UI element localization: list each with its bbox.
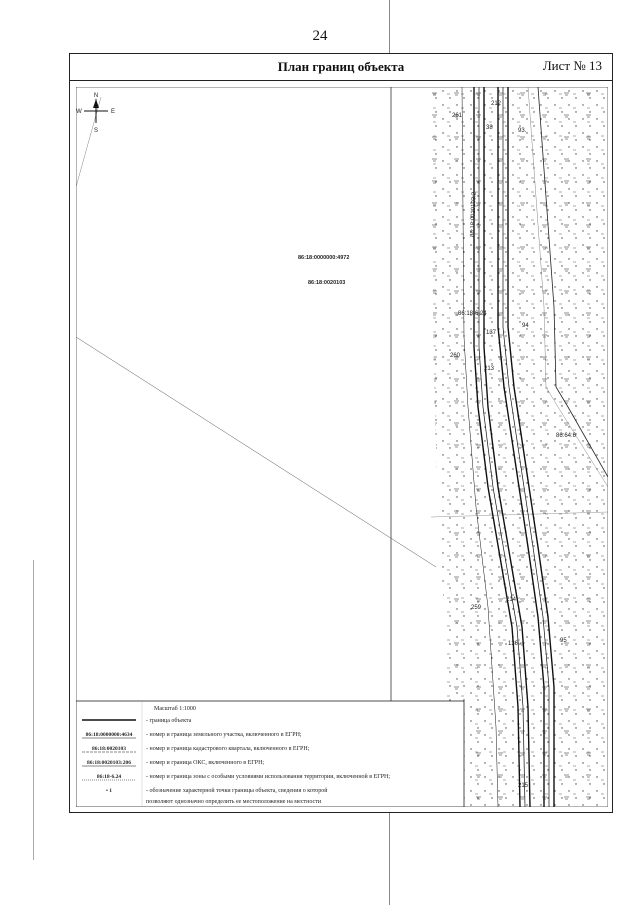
- side-road: [537, 87, 608, 478]
- parcel-boundary-corner: [76, 96, 102, 188]
- legend-row-0: - граница объекта: [146, 717, 192, 724]
- point-259: 259: [471, 605, 482, 611]
- point-214: 214: [506, 597, 517, 603]
- legend-row-3: - номер и граница ОКС, включенного в ЕГР…: [146, 760, 264, 766]
- parcel-boundary-diagonal: [76, 336, 437, 568]
- svg-text:E: E: [111, 109, 115, 115]
- legend-sample-1: 86:18:0000000:4634: [86, 732, 133, 738]
- point-213: 213: [484, 366, 495, 372]
- page-number: 24: [312, 28, 328, 44]
- legend-sample-5: • 1: [106, 788, 112, 794]
- compass-icon: N S W E: [76, 93, 115, 134]
- point-38: 38: [486, 125, 493, 131]
- legend-sample-2: 86:18:0020103: [92, 746, 126, 752]
- legend-row-4: - номер и граница зоны с особыми условия…: [146, 773, 390, 780]
- sheet-title: План границ объекта: [277, 59, 405, 74]
- road-label: 86:18:0020103:2: [470, 191, 478, 237]
- point-94: 94: [522, 323, 529, 329]
- legend-box: [76, 700, 465, 807]
- side-road-edge: [527, 87, 608, 488]
- sheet-header: План границ объекта Лист № 13: [70, 54, 612, 81]
- point-93: 93.: [518, 128, 527, 134]
- legend-row-5: - обозначение характерной точки границы …: [146, 787, 328, 794]
- legend-sample-3: 86:18:0020103:206: [87, 760, 131, 766]
- point-215: 215: [518, 783, 529, 789]
- map-canvas: N S W E 86:18:0000000:4972 86:18:0020103…: [76, 87, 608, 807]
- zone-label-2: 86:64:6: [556, 433, 577, 439]
- map-sheet-frame: План границ объекта Лист № 13: [69, 53, 613, 813]
- point-212: 212: [491, 101, 502, 107]
- vegetation-marks: [431, 87, 608, 807]
- svg-text:N: N: [94, 93, 98, 99]
- svg-text:W: W: [76, 109, 82, 115]
- legend-row-2: - номер и граница кадастрового квартала,…: [146, 746, 310, 752]
- point-260: 260: [450, 353, 461, 359]
- quarter-label: 86:18:0020103: [308, 280, 345, 286]
- legend-row-6: позволяют однозначно определить ее место…: [146, 799, 322, 805]
- sheet-number: Лист № 13: [542, 58, 602, 73]
- binding-line-bottom: [389, 813, 390, 905]
- svg-text:S: S: [94, 128, 98, 134]
- road-corridor: [461, 87, 555, 807]
- point-95: 95: [560, 638, 567, 644]
- point-261: 261: [452, 113, 463, 119]
- legend: Масштаб 1:1000 - граница объекта 86:18:0…: [76, 700, 465, 807]
- binding-line-top: [389, 0, 390, 53]
- parcel-label: 86:18:0000000:4972: [298, 255, 349, 261]
- map-svg: N S W E 86:18:0000000:4972 86:18:0020103…: [76, 87, 608, 807]
- legend-scale: Масштаб 1:1000: [154, 705, 196, 712]
- legend-row-1: - номер и граница земельного участка, вк…: [146, 732, 302, 738]
- point-136: 136: [508, 641, 519, 647]
- zone-boundary-h: [430, 511, 608, 518]
- margin-mark-left: [33, 560, 34, 860]
- zone-label: 86:18-6.24: [458, 311, 487, 317]
- legend-sample-4: 86:18-6.24: [97, 774, 122, 780]
- point-137: 137: [486, 330, 497, 336]
